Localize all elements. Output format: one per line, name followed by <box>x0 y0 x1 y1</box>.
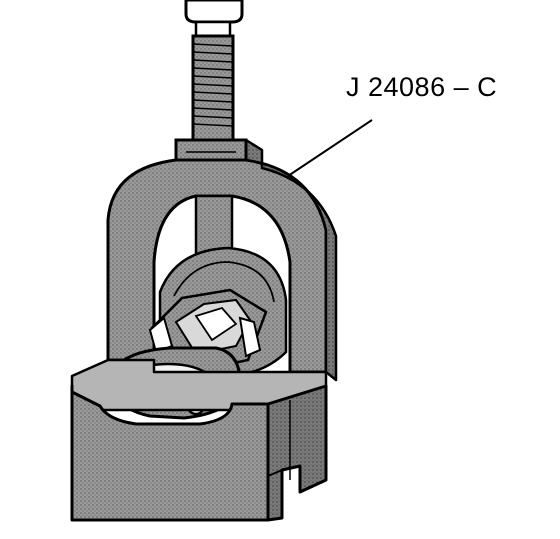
press-handle <box>184 0 244 38</box>
tool-number-label: J 24086 – C <box>346 72 498 102</box>
press-base <box>70 358 328 522</box>
press-frame <box>106 138 338 382</box>
callout-leader-line <box>287 119 373 177</box>
threaded-screw <box>191 34 235 142</box>
